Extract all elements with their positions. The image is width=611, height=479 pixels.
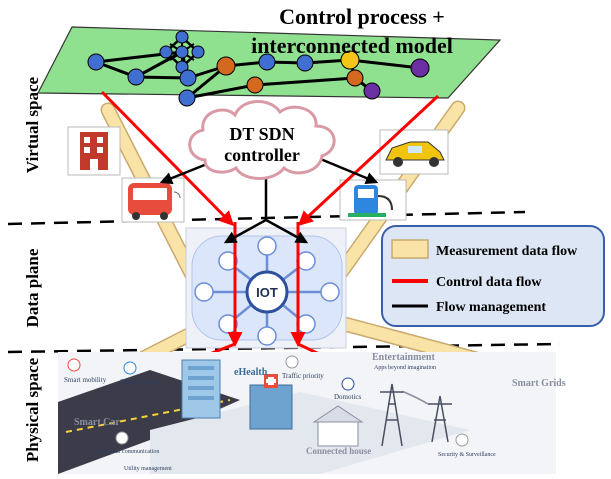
node <box>363 82 381 100</box>
legend-label-measurement: Measurement data flow <box>436 244 578 259</box>
health-icon <box>285 355 299 369</box>
iot-device-icon <box>320 282 340 302</box>
physical-scene <box>58 352 556 474</box>
label-smart-mobility: Smart mobility <box>64 376 107 384</box>
label-utility: Utility management <box>124 466 172 472</box>
diamond-cluster <box>159 30 205 74</box>
bus-icon <box>121 177 185 223</box>
label-smart-parking: Smart Parking <box>120 378 161 386</box>
title-line-2: interconnected model <box>251 33 453 58</box>
building-icon <box>67 126 121 176</box>
security-icon <box>455 433 469 447</box>
traffic-icon <box>67 358 81 372</box>
node <box>127 68 145 86</box>
cloud-controller: DT SDN controller <box>188 99 336 180</box>
iot-hub-label: IOT <box>256 285 278 300</box>
label-car-to-car: Car-to-car communication <box>96 449 159 455</box>
legend-label-control: Control data flow <box>436 275 542 290</box>
iot-satellite-icons <box>194 236 340 346</box>
layer-label-data: Data plane <box>23 248 42 327</box>
label-domotics: Domotics <box>334 393 361 401</box>
layer-label-physical: Physical space <box>23 357 42 462</box>
node <box>179 69 197 87</box>
node <box>296 54 314 72</box>
house <box>317 419 359 447</box>
node <box>410 58 430 78</box>
node <box>87 53 105 71</box>
label-security: Security & Surveillance <box>438 452 496 458</box>
car-to-car-icon <box>115 431 129 445</box>
node <box>346 69 364 87</box>
controller-line-1: DT SDN <box>229 124 294 144</box>
label-traffic: Traffic priority <box>282 372 324 380</box>
node <box>246 76 264 94</box>
node <box>340 50 360 70</box>
ground-platform <box>150 392 470 474</box>
network-nodes <box>87 50 430 107</box>
node <box>216 56 236 76</box>
iot-device-icon <box>218 251 238 271</box>
physical-labels: Smart mobility Smart Parking eHealth Tra… <box>64 352 566 472</box>
node <box>258 53 276 71</box>
car-icon <box>379 129 449 175</box>
label-smart-car: Smart Car <box>74 417 120 428</box>
label-entertainment: Entertainment <box>372 352 435 363</box>
iot-hub <box>245 270 289 314</box>
layer-label-virtual: Virtual space <box>23 76 42 173</box>
legend-label-management: Flow management <box>436 300 546 315</box>
iot-device-icon <box>296 314 316 334</box>
hospital-building <box>249 384 293 430</box>
label-smart-grids: Smart Grids <box>512 378 566 389</box>
label-apps: Apps beyond imagination <box>374 365 436 371</box>
legend-swatch-measurement <box>391 239 429 259</box>
power-tower-icon <box>380 383 452 447</box>
iot-device-icon <box>257 326 277 346</box>
charger-icon <box>339 179 407 221</box>
domotics-icon <box>341 377 355 391</box>
label-ehealth: eHealth <box>234 367 268 378</box>
iot-device-icon <box>296 251 316 271</box>
iot-device-icon <box>257 236 277 256</box>
iot-device-icon <box>194 282 214 302</box>
parking-icon <box>123 361 137 375</box>
node <box>178 89 196 107</box>
title-line-1: Control process + <box>279 4 445 29</box>
label-connected-house: Connected house <box>306 446 371 456</box>
legend: Measurement data flow Control data flow … <box>381 225 605 327</box>
controller-line-2: controller <box>224 145 300 165</box>
